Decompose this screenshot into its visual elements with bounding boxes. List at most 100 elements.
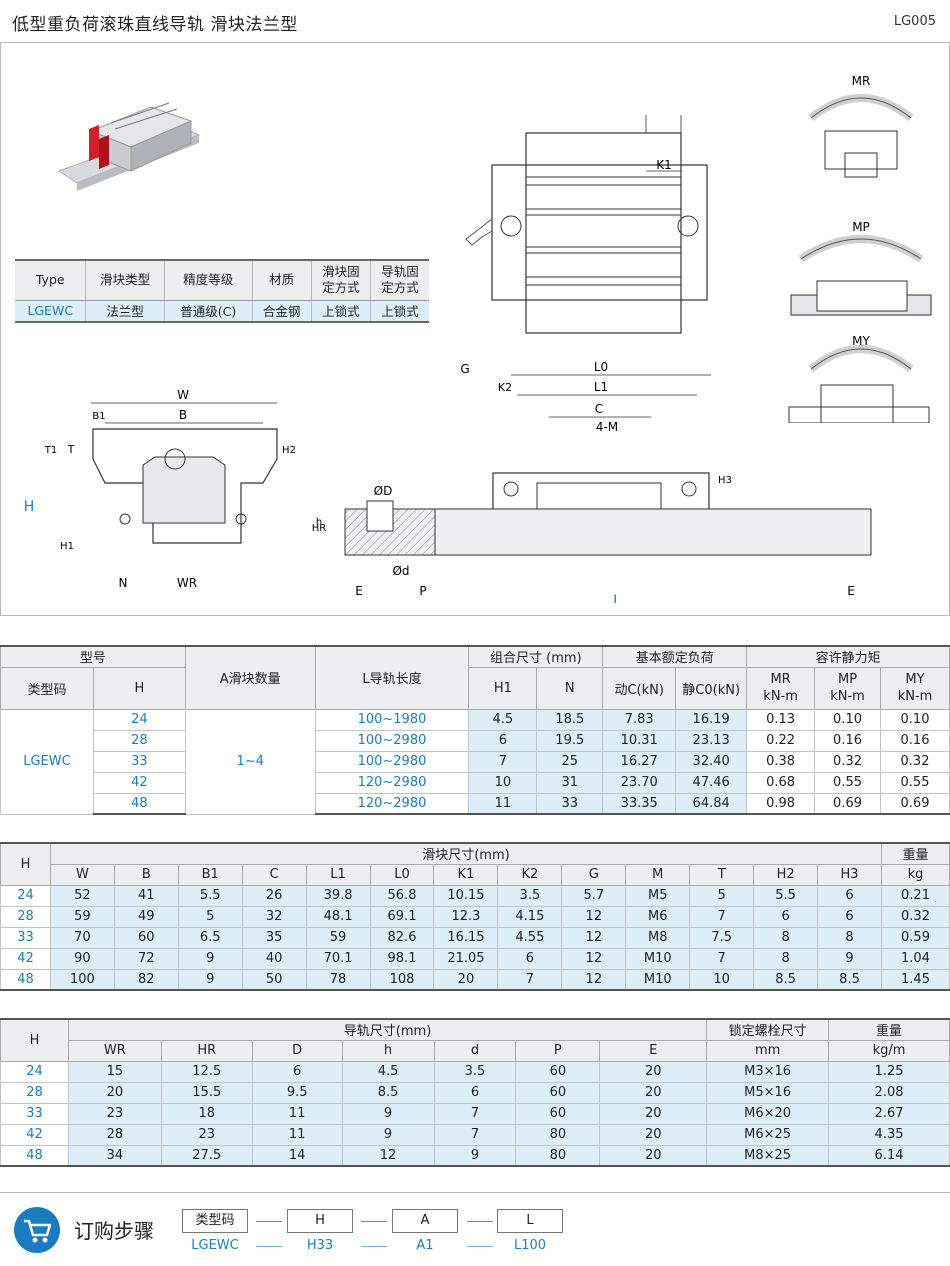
moment-header: 容许静力矩: [746, 645, 950, 668]
t1-label: T1: [44, 445, 57, 456]
order-box-h: H: [287, 1209, 353, 1233]
static-c0-header: 静C0(kN): [675, 666, 748, 710]
value-cell: 12.3: [433, 905, 499, 928]
value-cell: 90: [49, 947, 115, 970]
value-cell: 6: [817, 905, 882, 928]
value-cell: 32: [241, 905, 307, 928]
column-header: L0: [369, 863, 435, 886]
value-cell: 26: [241, 884, 307, 907]
value-cell: 20: [599, 1081, 708, 1104]
mp-cell: 0.16: [814, 729, 881, 752]
column-header: K2: [497, 863, 563, 886]
value-cell: 21.05: [433, 947, 499, 970]
weight-header: 重量: [880, 842, 950, 865]
order-connector: [256, 1221, 282, 1222]
column-header: kg: [880, 863, 950, 886]
value-cell: 48.1: [305, 905, 371, 928]
mr-label: MR: [852, 74, 871, 88]
column-header: kg/m: [828, 1039, 950, 1062]
value-cell: 8.5: [817, 968, 882, 991]
value-cell: 8: [817, 926, 882, 949]
length-cell: 100~2980: [314, 729, 470, 752]
value-cell: 15: [67, 1060, 162, 1083]
value-cell: 6.5: [177, 926, 243, 949]
cart-icon: [14, 1207, 60, 1253]
value-cell: 49: [113, 905, 179, 928]
value-cell: 5.5: [177, 884, 243, 907]
combo-header: 组合尺寸 (mm): [468, 645, 604, 668]
value-cell: 9: [341, 1123, 435, 1146]
length-cell: 120~2980: [314, 771, 470, 794]
hr-label: HR: [312, 523, 327, 534]
value-cell: 9: [177, 968, 243, 991]
value-cell: 8: [753, 947, 819, 970]
value-cell: M8: [625, 926, 691, 949]
value-cell: 4.55: [497, 926, 563, 949]
l1-label: L1: [594, 380, 608, 394]
value-cell: 20: [599, 1060, 708, 1083]
value-cell: 16.15: [433, 926, 499, 949]
value-cell: 6: [497, 947, 563, 970]
column-header: W: [49, 863, 115, 886]
value-cell: 9: [433, 1144, 517, 1167]
length-cell: 120~2980: [314, 792, 470, 815]
value-cell: 12: [561, 968, 627, 991]
value-cell: 35: [241, 926, 307, 949]
value-cell: 59: [49, 905, 115, 928]
mr-header: MR kN-m: [746, 666, 816, 710]
value-cell: 5.7: [561, 884, 627, 907]
order-value-a: A1: [416, 1238, 434, 1253]
column-header: K1: [433, 863, 499, 886]
column-header: B1: [177, 863, 243, 886]
value-cell: 18: [160, 1102, 253, 1125]
type-header: Type: [15, 259, 87, 301]
column-header: h: [341, 1039, 435, 1062]
order-box-l: L: [497, 1209, 563, 1233]
rail-mount-value: 上锁式: [370, 300, 429, 323]
h2-label: H2: [282, 445, 296, 456]
value-cell: M5: [625, 884, 691, 907]
column-header: E: [599, 1039, 708, 1062]
h1-cell: 4.5: [468, 708, 538, 731]
h-cell: 24: [92, 708, 186, 731]
type-table-header: Type 滑块类型 精度等级 材质 滑块固 定方式 导轨固 定方式: [15, 259, 429, 301]
value-cell: 50: [241, 968, 307, 991]
block-mount-header: 滑块固 定方式: [311, 259, 372, 301]
value-cell: 6: [753, 905, 819, 928]
block-mount-value: 上锁式: [311, 300, 372, 323]
my-cell: 0.16: [880, 729, 950, 752]
value-cell: 60: [515, 1081, 601, 1104]
mr-cell: 0.38: [746, 750, 816, 773]
value-cell: 60: [515, 1102, 601, 1125]
w-label: W: [177, 388, 189, 402]
column-header: mm: [706, 1039, 830, 1062]
h-cell: 33: [92, 750, 186, 773]
product-code: LG005: [893, 14, 936, 29]
column-header: d: [433, 1039, 517, 1062]
l0-label: L0: [594, 360, 608, 374]
value-cell: 60: [515, 1060, 601, 1083]
value-cell: 8.5: [753, 968, 819, 991]
h-cell: 42: [92, 771, 186, 794]
value-cell: 0.32: [880, 905, 950, 928]
value-cell: 27.5: [160, 1144, 253, 1167]
value-cell: M10: [625, 968, 691, 991]
length-cell: 100~1980: [314, 708, 470, 731]
h-small-label: h: [316, 517, 322, 528]
dynamic-c-cell: 16.27: [602, 750, 677, 773]
value-cell: 12.5: [160, 1060, 253, 1083]
value-cell: M10: [625, 947, 691, 970]
value-cell: 9: [817, 947, 882, 970]
my-cell: 0.55: [880, 771, 950, 794]
length-cell: 100~2980: [314, 750, 470, 773]
column-header: H3: [817, 863, 882, 886]
material-header: 材质: [252, 259, 312, 301]
value-cell: 9.5: [251, 1081, 343, 1104]
load-header: 基本额定负荷: [602, 645, 748, 668]
value-cell: 82.6: [369, 926, 435, 949]
mp-header: MP kN-m: [814, 666, 881, 710]
